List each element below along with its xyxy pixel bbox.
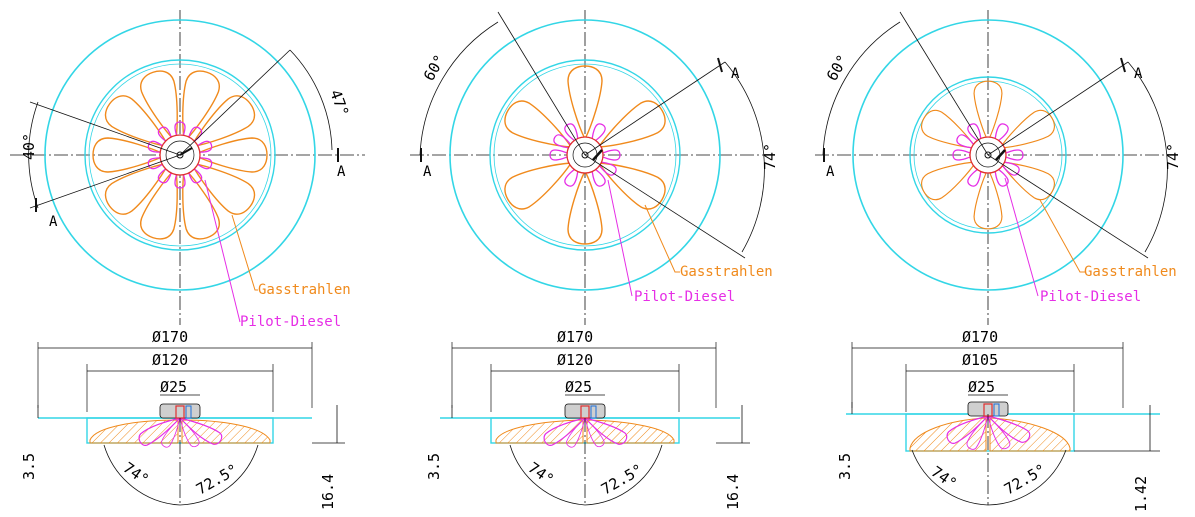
angle-label-a: 40° [20, 133, 38, 160]
dim-bowl: Ø120 [557, 351, 593, 369]
pilot-diesel-label: Pilot-Diesel [1040, 289, 1141, 305]
variant-1-section-view: Ø170 Ø120 Ø25 74° [20, 328, 345, 510]
dim-left: 3.5 [20, 453, 38, 480]
angle-label-b: 47° [326, 87, 352, 119]
angle-label-b: 74° [1164, 143, 1182, 170]
spray-angle-left: 74° [120, 459, 153, 489]
variant-1: 40° 47° A A Gasstrahlen Pilot-Diesel Ø17… [10, 10, 365, 510]
angle-label-a: 60° [823, 52, 852, 84]
section-marker: A [731, 66, 740, 82]
dim-nozzle: Ø25 [968, 378, 995, 396]
dim-right: 16.4 [724, 474, 742, 510]
spray-angle-left: 74° [525, 459, 558, 489]
bore-circle [44, 19, 316, 291]
dim-outer: Ø170 [557, 328, 593, 346]
section-marker: A [423, 164, 432, 180]
pilot-diesel-label: Pilot-Diesel [634, 289, 735, 305]
bowl-circle [909, 76, 1067, 234]
dim-outer: Ø170 [152, 328, 188, 346]
gas-jets-label: Gasstrahlen [1084, 264, 1177, 280]
dim-bowl: Ø105 [962, 351, 998, 369]
dim-right: 1.42 [1132, 476, 1150, 512]
angle-label-a: 60° [420, 52, 449, 84]
variant-2-plan-view: 60° 74° A A Gasstrahlen Pilot-Diesel [410, 10, 779, 325]
variant-2: 60° 74° A A Gasstrahlen Pilot-Diesel Ø17… [410, 10, 779, 510]
variant-3-section-view: Ø170 Ø105 Ø25 74° 72.5° [836, 328, 1160, 512]
angle-label-b: 74° [761, 143, 779, 170]
spray-angle-right: 72.5° [193, 460, 241, 498]
section-marker: A [337, 164, 346, 180]
section-marker: A [1134, 66, 1143, 82]
bowl-circle [84, 59, 276, 251]
variant-3-plan-view: 60° 74° A A Gasstrahlen Pilot-Diesel [815, 10, 1182, 325]
section-marker: A [49, 214, 58, 230]
spray-angle-left: 74° [928, 463, 961, 493]
dim-right: 16.4 [319, 474, 337, 510]
bore-circle [449, 19, 721, 291]
dim-left: 3.5 [425, 453, 443, 480]
bore-circle [852, 19, 1124, 291]
variant-1-plan-view: 40° 47° A A Gasstrahlen Pilot-Diesel [10, 10, 365, 330]
dim-bowl: Ø120 [152, 351, 188, 369]
pilot-diesel-label: Pilot-Diesel [240, 314, 341, 330]
bowl-circle [489, 59, 681, 251]
variant-2-section-view: Ø170 Ø120 Ø25 74° 72.5° [425, 328, 750, 510]
spray-angle-right: 72.5° [1001, 460, 1049, 498]
dim-nozzle: Ø25 [565, 378, 592, 396]
dim-nozzle: Ø25 [160, 378, 187, 396]
section-marker: A [826, 164, 835, 180]
dim-outer: Ø170 [962, 328, 998, 346]
dim-left: 3.5 [836, 453, 854, 480]
gas-jets-label: Gasstrahlen [258, 282, 351, 298]
gas-jets-label: Gasstrahlen [680, 264, 773, 280]
spray-angle-right: 72.5° [598, 460, 646, 498]
variant-3: 60° 74° A A Gasstrahlen Pilot-Diesel Ø17… [815, 10, 1182, 512]
